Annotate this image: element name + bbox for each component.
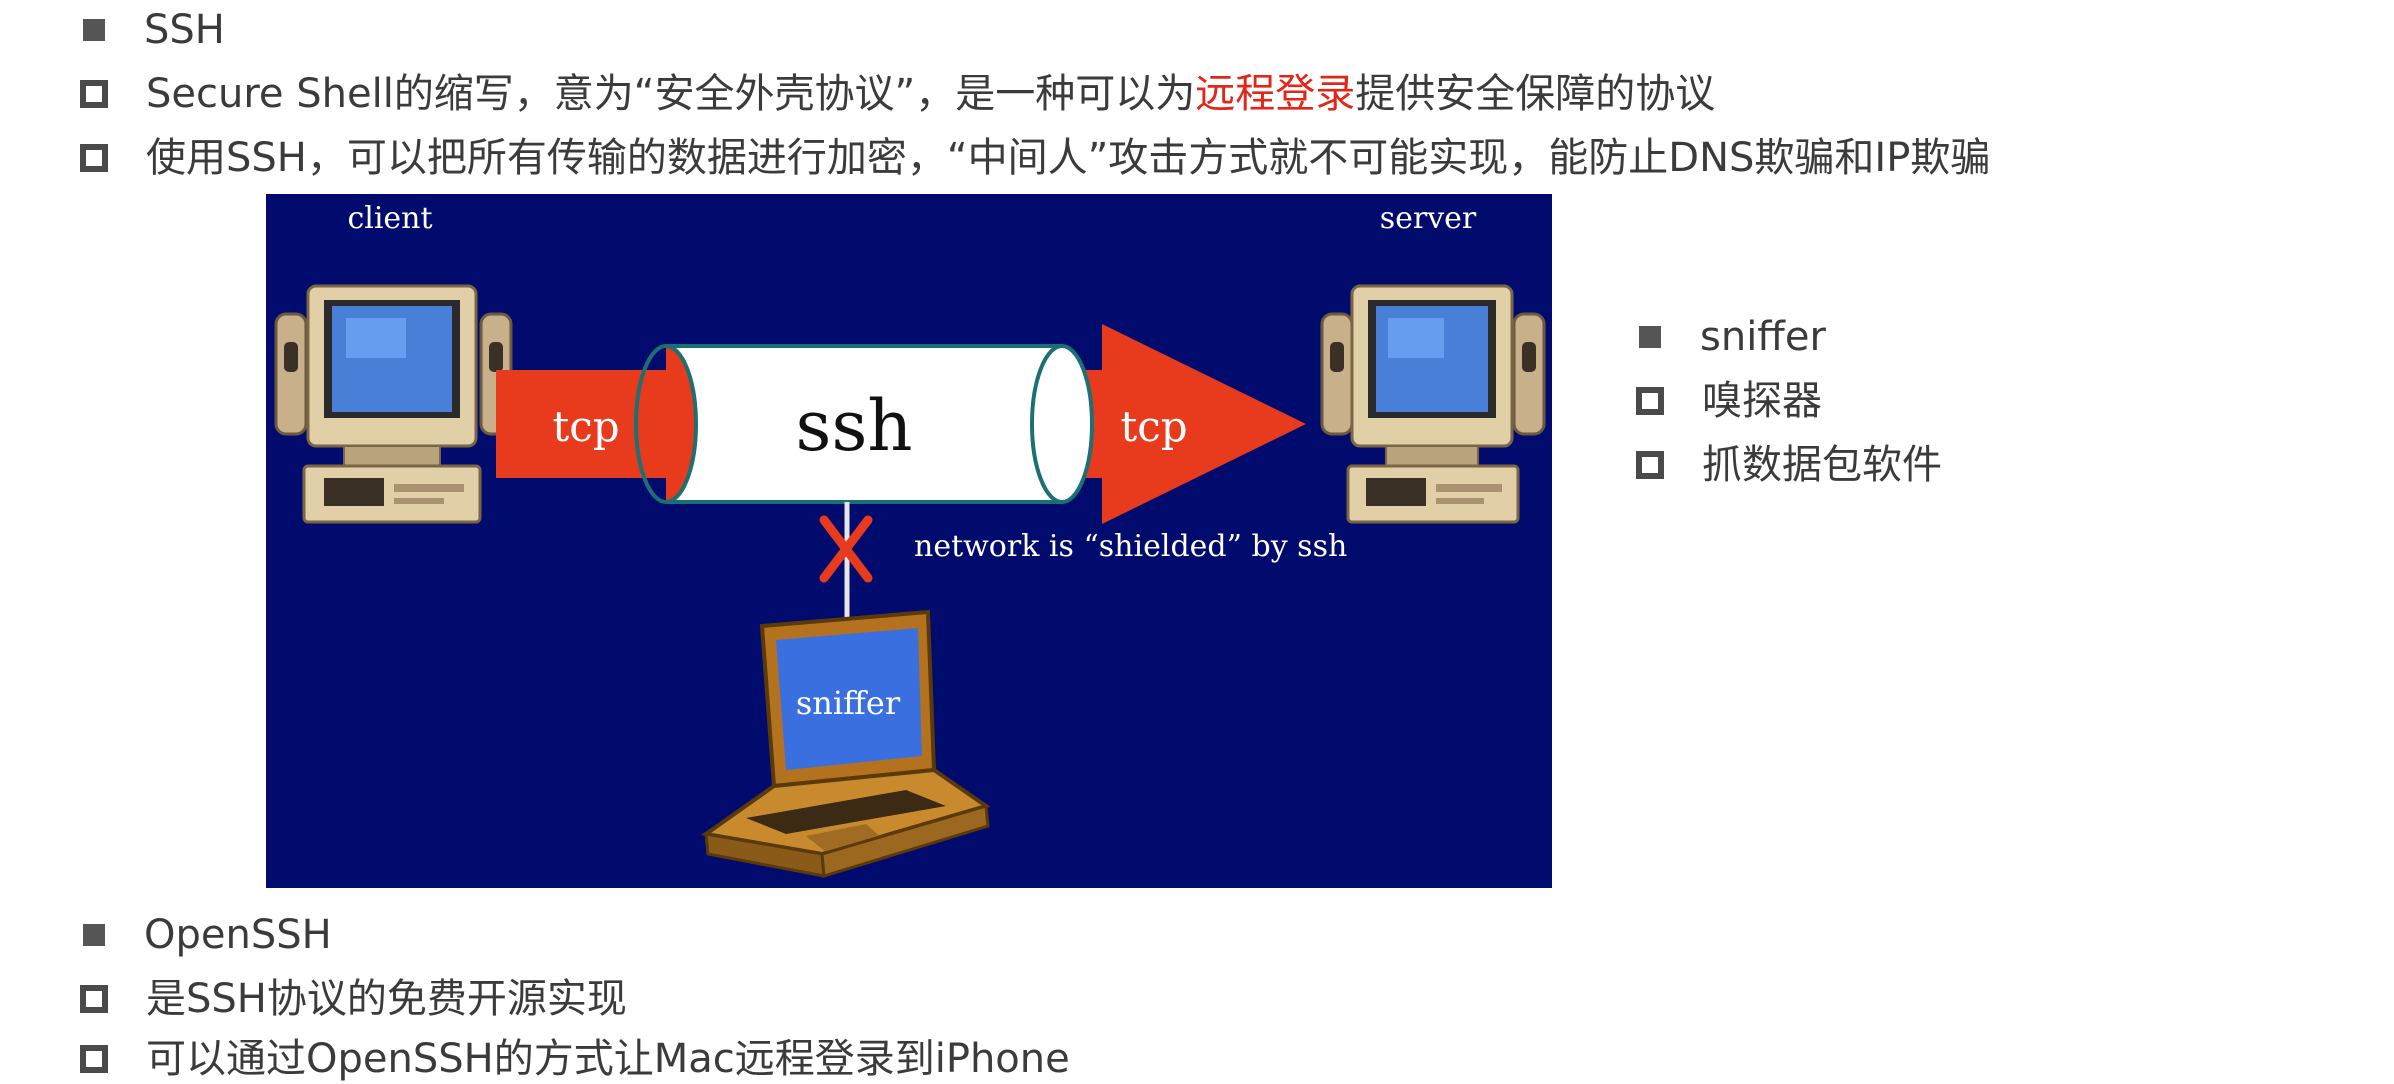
ssh-tunnel-diagram: client server xyxy=(266,194,1552,888)
tcp-right-arrow xyxy=(1046,324,1306,524)
ssh-point-1: Secure Shell的缩写，意为“安全外壳协议”，是一种可以为远程登录提供安… xyxy=(146,69,1715,119)
sniffer-point-1-row: 嗅探器 xyxy=(1636,376,1822,426)
server-label: server xyxy=(1380,201,1477,236)
hollow-square-bullet-icon xyxy=(80,1045,108,1073)
openssh-point-2: 可以通过OpenSSH的方式让Mac远程登录到iPhone xyxy=(146,1036,1070,1082)
ssh-point-1-highlight: 远程登录 xyxy=(1195,71,1356,117)
ssh-heading-row: SSH xyxy=(80,5,225,55)
hollow-square-bullet-icon xyxy=(80,80,108,108)
sniffer-heading: sniffer xyxy=(1700,314,1826,360)
ssh-point-1-row: Secure Shell的缩写，意为“安全外壳协议”，是一种可以为远程登录提供安… xyxy=(80,69,1715,119)
ssh-heading: SSH xyxy=(144,7,225,53)
ssh-point-1-post: 提供安全保障的协议 xyxy=(1355,71,1716,117)
sniffer-point-2-row: 抓数据包软件 xyxy=(1636,440,1942,490)
filled-square-bullet-icon xyxy=(83,924,105,946)
sniffer-point-2: 抓数据包软件 xyxy=(1702,442,1942,488)
hollow-square-bullet-icon xyxy=(80,985,108,1013)
ssh-point-2: 使用SSH，可以把所有传输的数据进行加密，“中间人”攻击方式就不可能实现，能防止… xyxy=(146,135,1991,181)
ssh-point-1-pre: Secure Shell的缩写，意为“安全外壳协议”，是一种可以为 xyxy=(146,71,1196,117)
hollow-square-bullet-icon xyxy=(80,144,108,172)
openssh-point-1: 是SSH协议的免费开源实现 xyxy=(146,976,627,1022)
ssh-tunnel-pipe xyxy=(634,344,1094,504)
hollow-square-bullet-icon xyxy=(1636,387,1664,415)
tcp-left-label: tcp xyxy=(552,402,619,451)
sniffer-point-1: 嗅探器 xyxy=(1702,378,1822,424)
openssh-point-1-row: 是SSH协议的免费开源实现 xyxy=(80,974,627,1024)
sniffer-heading-row: sniffer xyxy=(1636,312,1826,362)
hollow-square-bullet-icon xyxy=(1636,451,1664,479)
openssh-heading-row: OpenSSH xyxy=(80,910,332,960)
sniffer-laptop-icon xyxy=(700,609,991,878)
server-computer-icon xyxy=(1320,284,1546,524)
shield-note: network is “shielded” by ssh xyxy=(914,529,1347,564)
openssh-heading: OpenSSH xyxy=(144,912,332,958)
filled-square-bullet-icon xyxy=(83,19,105,41)
openssh-point-2-row: 可以通过OpenSSH的方式让Mac远程登录到iPhone xyxy=(80,1034,1070,1084)
filled-square-bullet-icon xyxy=(1639,326,1661,348)
ssh-tunnel-label: ssh xyxy=(796,385,913,467)
client-label: client xyxy=(347,201,432,236)
blocked-x-icon xyxy=(819,515,873,583)
ssh-point-2-row: 使用SSH，可以把所有传输的数据进行加密，“中间人”攻击方式就不可能实现，能防止… xyxy=(80,133,1990,183)
sniffer-screen-label: sniffer xyxy=(796,684,901,722)
tcp-right-label: tcp xyxy=(1120,402,1187,451)
client-computer-icon xyxy=(274,284,513,524)
tcp-left-arrow xyxy=(496,370,672,478)
